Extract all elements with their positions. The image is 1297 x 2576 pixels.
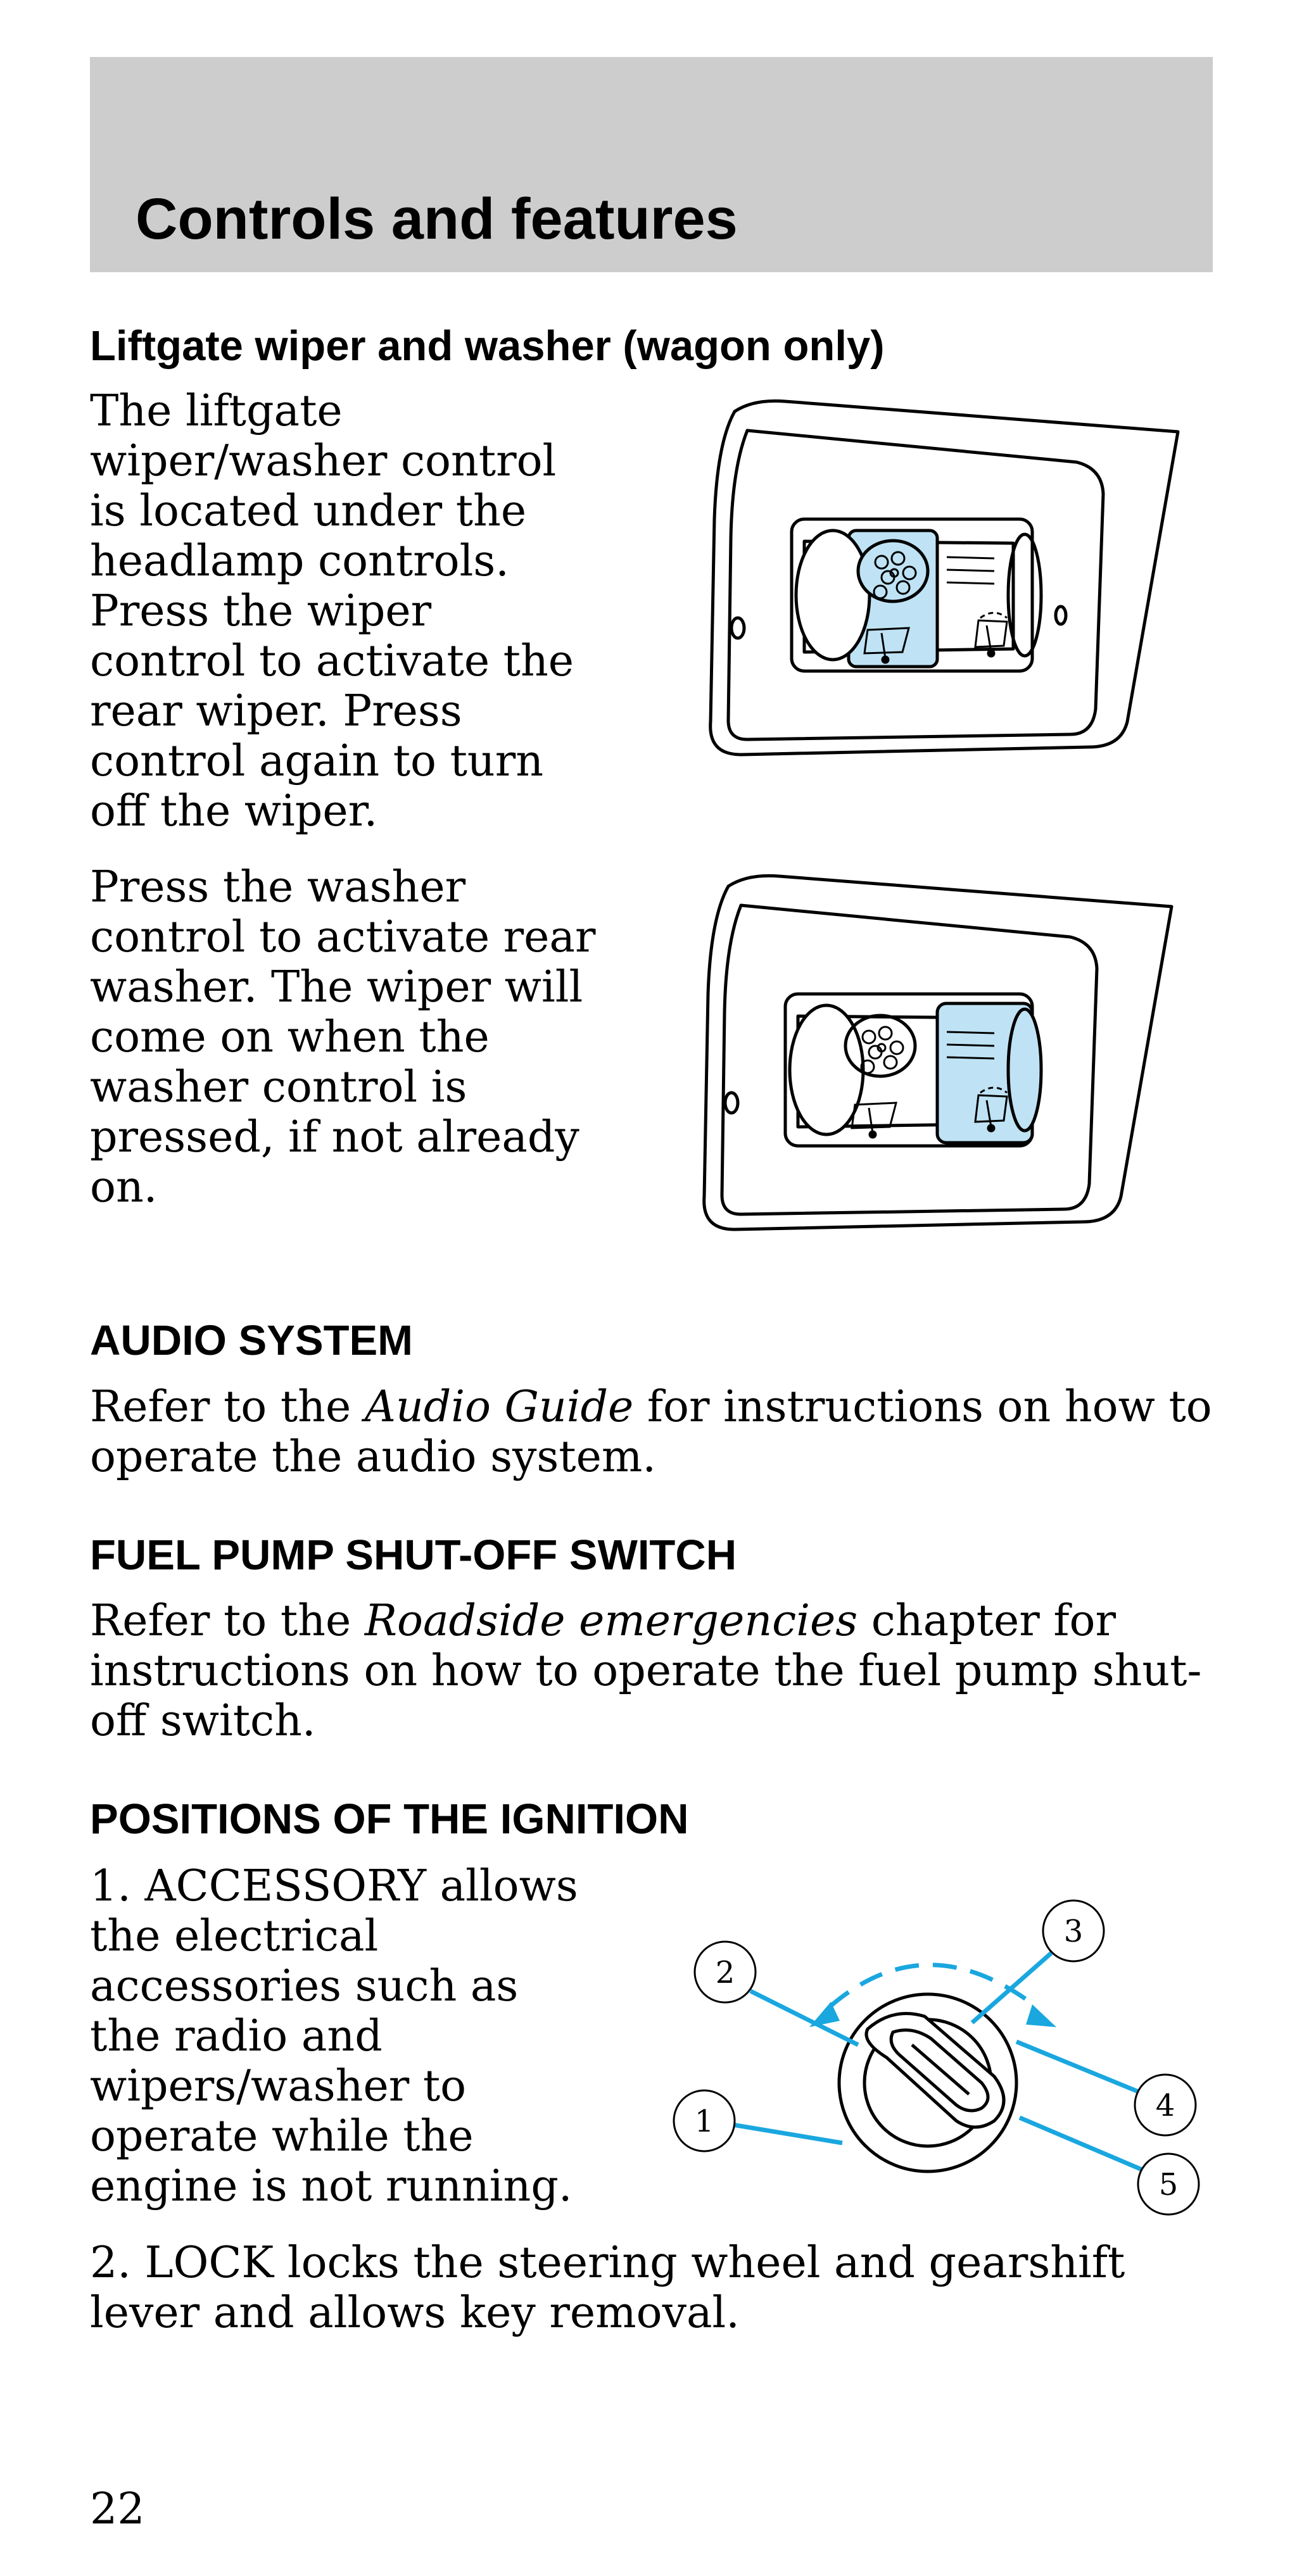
- callout-4-label: 4: [1156, 2088, 1175, 2123]
- callout-4-badge: [1134, 2073, 1197, 2137]
- ignition-diagram: 2 3 4 5 1: [673, 1899, 1200, 2216]
- header-band: [90, 57, 1213, 272]
- audio-guide-reference: Audio Guide: [364, 1382, 634, 1432]
- audio-system-heading: AUDIO SYSTEM: [90, 1317, 413, 1364]
- callout-3-badge: [1042, 1899, 1105, 1963]
- fuel-pump-paragraph: Refer to the Roadside emergencies chapte…: [90, 1596, 1217, 1746]
- liftgate-paragraph-2: Press the washer control to activate rea…: [90, 862, 596, 1212]
- roadside-emergencies-reference: Roadside emergencies: [364, 1596, 858, 1646]
- ignition-heading: POSITIONS OF THE IGNITION: [90, 1795, 689, 1843]
- page-title: Controls and features: [136, 187, 738, 251]
- page-number: 22: [90, 2484, 145, 2534]
- ignition-item-accessory: 1. ACCESSORY allows the electrical acces…: [90, 1861, 578, 2211]
- callout-5-badge: [1137, 2152, 1200, 2216]
- callout-1-badge: [673, 2089, 736, 2152]
- fuel-text-after: chapter for instructions on how to opera…: [90, 1596, 1202, 1746]
- liftgate-heading: Liftgate wiper and washer (wagon only): [90, 322, 885, 370]
- audio-text-before: Refer to the: [90, 1382, 365, 1432]
- fuel-text-before: Refer to the: [90, 1596, 365, 1646]
- audio-text-after: for instructions on how to operate the a…: [90, 1382, 1212, 1482]
- liftgate-paragraph-1: The liftgate wiper/washer control is loc…: [90, 386, 574, 836]
- audio-system-paragraph: Refer to the Audio Guide for instruction…: [90, 1382, 1217, 1482]
- wiper-control-illustration: [709, 399, 1180, 757]
- callout-3-label: 3: [1064, 1914, 1084, 1949]
- callout-5-label: 5: [1159, 2167, 1179, 2202]
- ignition-item-lock: 2. LOCK locks the steering wheel and gea…: [90, 2238, 1125, 2338]
- callout-1-label: 1: [695, 2104, 714, 2139]
- callout-2-badge: [693, 1940, 757, 2004]
- fuel-pump-heading: FUEL PUMP SHUT-OFF SWITCH: [90, 1531, 737, 1579]
- callout-2-label: 2: [716, 1955, 735, 1990]
- washer-control-illustration: [702, 874, 1174, 1231]
